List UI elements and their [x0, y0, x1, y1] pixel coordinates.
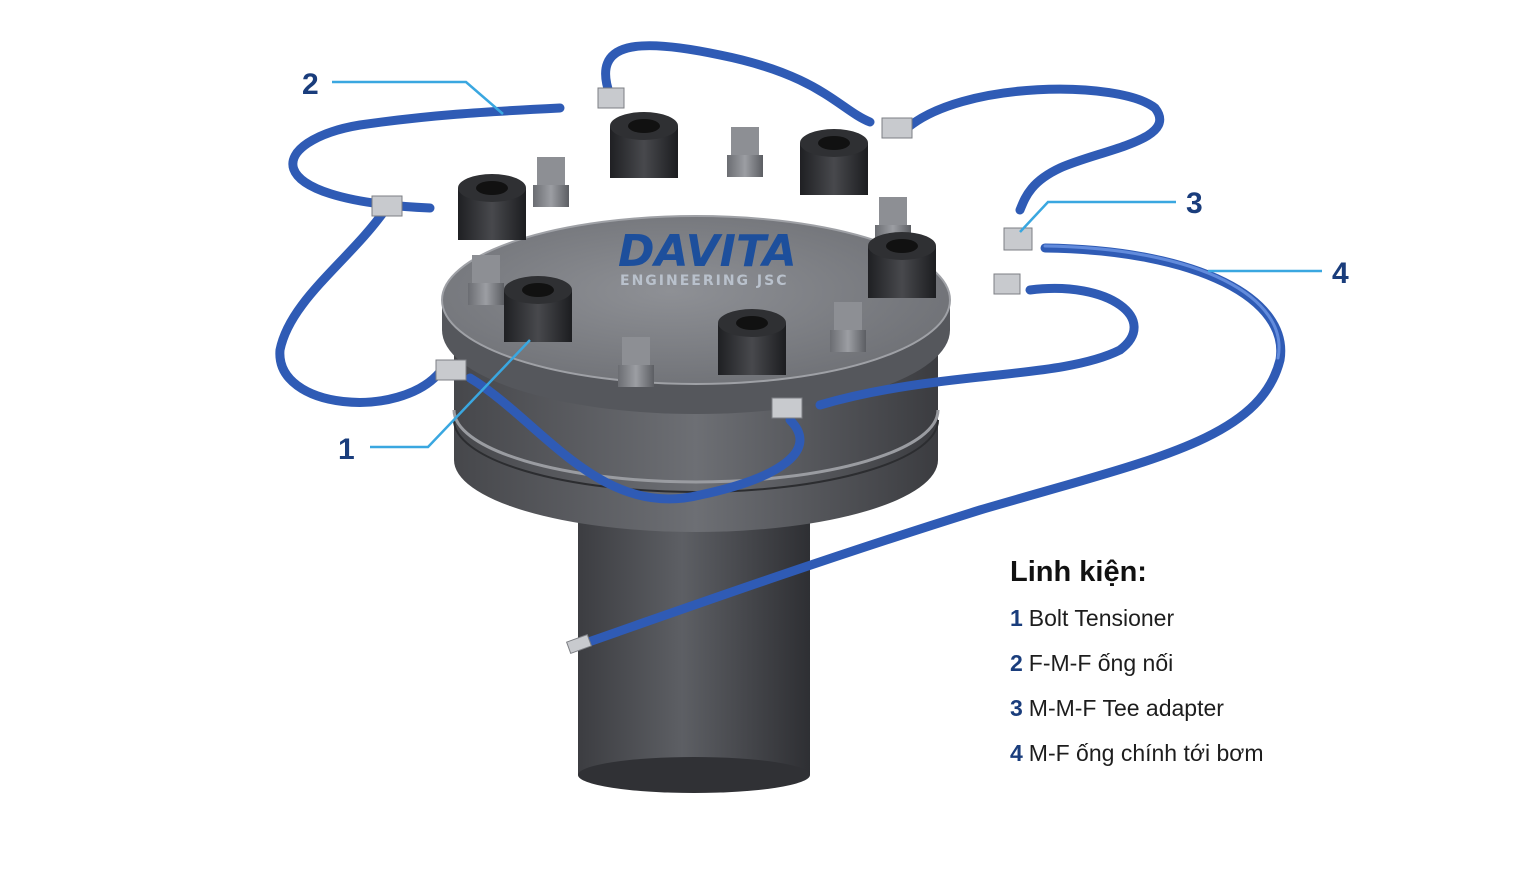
- stud-nut: [830, 302, 866, 352]
- callout-4: 4: [1208, 257, 1349, 290]
- legend-title: Linh kiện:: [1010, 556, 1147, 588]
- callout-2: 2: [302, 68, 504, 115]
- brand-name: DAVITA: [618, 226, 797, 277]
- legend-item-text: M-F ống chính tới bơm: [1028, 740, 1264, 766]
- legend-item-number: 3: [1010, 695, 1023, 721]
- callout-2-label: 2: [302, 68, 319, 101]
- tee-adapter: [1003, 227, 1033, 251]
- hose-end-fitting: [565, 633, 593, 655]
- callout-1: 1: [338, 339, 531, 466]
- tee-adapter: [993, 273, 1021, 295]
- tee-adapter: [881, 117, 913, 139]
- brand-subtitle: ENGINEERING JSC: [620, 273, 788, 289]
- brand-logo: DAVITA ENGINEERING JSC: [618, 226, 797, 289]
- legend-item-text: F-M-F ống nối: [1028, 650, 1174, 676]
- legend-item-text: M-M-F Tee adapter: [1028, 695, 1224, 721]
- legend-item-number: 2: [1010, 650, 1023, 676]
- bolt-tensioner: [868, 232, 936, 298]
- legend-item-number: 1: [1010, 605, 1023, 631]
- bolt-tensioner: [610, 112, 678, 178]
- hose-network: [275, 41, 1286, 650]
- stud-nut: [468, 255, 504, 305]
- tee-adapter: [371, 195, 403, 217]
- bolt-tensioner: [458, 174, 526, 240]
- legend-item-text: Bolt Tensioner: [1028, 605, 1175, 631]
- bolt-tensioner: [504, 276, 572, 342]
- legend-item-number: 4: [1010, 740, 1023, 766]
- bolt-tensioner: [718, 309, 786, 375]
- callout-1-label: 1: [338, 433, 355, 466]
- callout-3: 3: [1019, 187, 1203, 233]
- bolt-tensioner: [800, 129, 868, 195]
- callout-4-label: 4: [1332, 257, 1349, 290]
- tee-adapter: [435, 359, 467, 381]
- stud-nut: [533, 157, 569, 207]
- callout-3-label: 3: [1186, 187, 1203, 220]
- tee-adapter: [771, 397, 803, 419]
- stud-nut: [727, 127, 763, 177]
- pipe-body: [578, 520, 810, 793]
- tee-adapter: [597, 87, 625, 109]
- stud-nut: [618, 337, 654, 387]
